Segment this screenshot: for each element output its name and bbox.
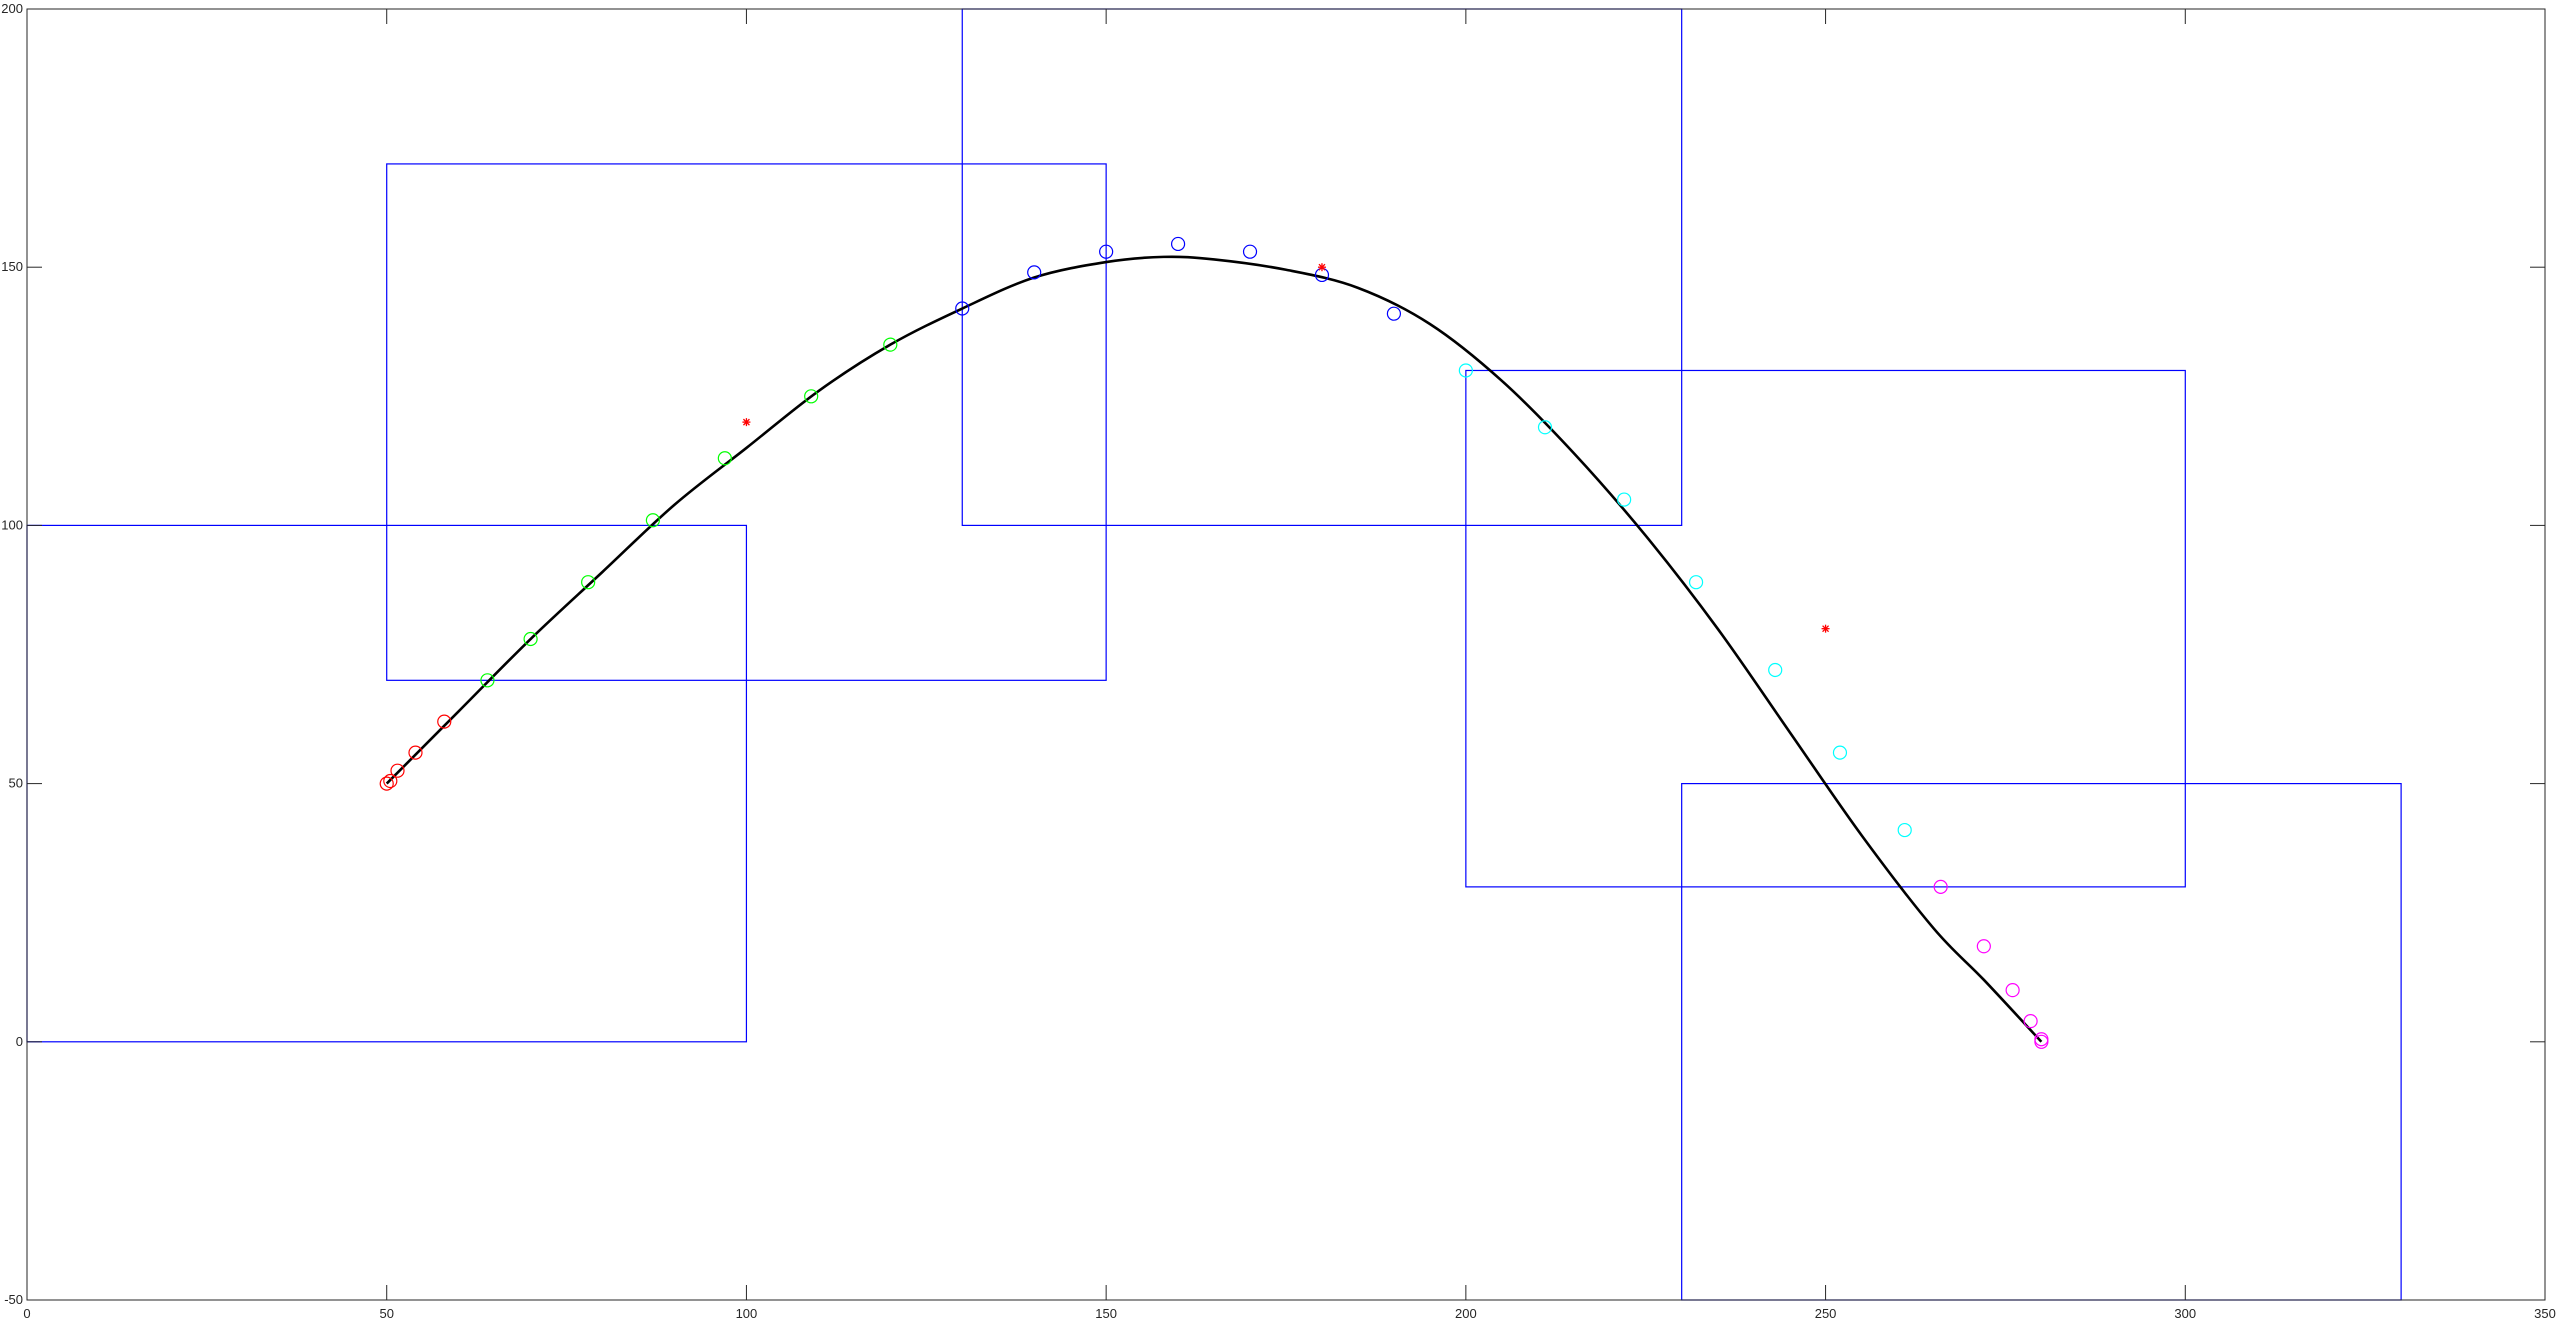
segment-5-point-2 xyxy=(1976,939,1991,954)
control-point-1 xyxy=(742,418,751,427)
segment-2-point-7 xyxy=(883,337,898,352)
segment-4-point-4 xyxy=(1688,575,1704,590)
control-point-stroke xyxy=(1822,625,1830,633)
x-tick-label: 100 xyxy=(736,1306,758,1321)
segment-3-point-3 xyxy=(1099,244,1114,259)
segment-2-point-5 xyxy=(717,451,732,466)
axes-layer xyxy=(26,8,2546,1301)
segment-4-point-3 xyxy=(1617,492,1632,507)
segment-1-point-1 xyxy=(379,776,394,791)
control-point-2 xyxy=(1317,263,1326,272)
x-tick-label: 300 xyxy=(2174,1306,2196,1321)
y-tick-label: 50 xyxy=(9,776,23,791)
axes-box xyxy=(26,8,2546,1301)
segment-2-point-3 xyxy=(581,575,596,590)
x-tick-label: 150 xyxy=(1095,1306,1117,1321)
segment-5-point-5 xyxy=(2034,1032,2049,1047)
segment-3-point-4 xyxy=(1170,236,1186,252)
y-tick-label: 150 xyxy=(1,259,23,274)
segment-2-point-4 xyxy=(645,513,661,528)
curve-layer xyxy=(385,255,2043,1043)
segment-4-point-7 xyxy=(1897,822,1912,838)
x-tick-label: 350 xyxy=(2534,1306,2556,1321)
segment-4-point-2 xyxy=(1537,420,1553,435)
segment-1-point-3 xyxy=(390,763,405,778)
segment-1-point-5 xyxy=(437,714,452,729)
control-point-stroke xyxy=(1318,263,1326,271)
trajectory-curve xyxy=(385,255,2043,1043)
y-tick-label: 200 xyxy=(1,1,23,16)
y-tick-label: 100 xyxy=(1,517,23,532)
control-point-stroke xyxy=(742,418,750,426)
y-tick-label: 0 xyxy=(16,1034,23,1049)
segment-4-point-6 xyxy=(1832,745,1848,760)
segment-2-point-2 xyxy=(523,631,538,647)
x-tick-label: 50 xyxy=(379,1306,393,1321)
segment-4-point-5 xyxy=(1768,662,1783,678)
x-tick-label: 0 xyxy=(23,1306,30,1321)
segment-3-point-5 xyxy=(1242,244,1258,259)
x-tick-label: 250 xyxy=(1815,1306,1837,1321)
segment-3-point-2 xyxy=(1027,265,1042,280)
segment-5-point-3 xyxy=(2005,983,2020,998)
segment-1-point-4 xyxy=(408,745,423,760)
markers-layer xyxy=(379,236,2049,1049)
segment-5-point-1 xyxy=(1933,879,1948,894)
segment-4-point-1 xyxy=(1458,363,1473,378)
y-tick-label: -50 xyxy=(4,1292,23,1307)
segment-1-point-2 xyxy=(383,773,398,789)
segment-3-point-7 xyxy=(1386,306,1402,321)
region-rectangle-4 xyxy=(1465,369,2186,888)
control-point-3 xyxy=(1821,624,1830,633)
x-tick-label: 200 xyxy=(1455,1306,1477,1321)
segment-2-point-1 xyxy=(480,673,495,688)
region-rectangle-2 xyxy=(386,163,1107,681)
segment-5-point-4 xyxy=(2023,1014,2038,1029)
segment-5-point-6 xyxy=(2034,1034,2049,1049)
segment-3-point-1 xyxy=(955,301,970,316)
segment-2-point-6 xyxy=(804,389,819,404)
rectangles-layer xyxy=(26,8,2402,1301)
